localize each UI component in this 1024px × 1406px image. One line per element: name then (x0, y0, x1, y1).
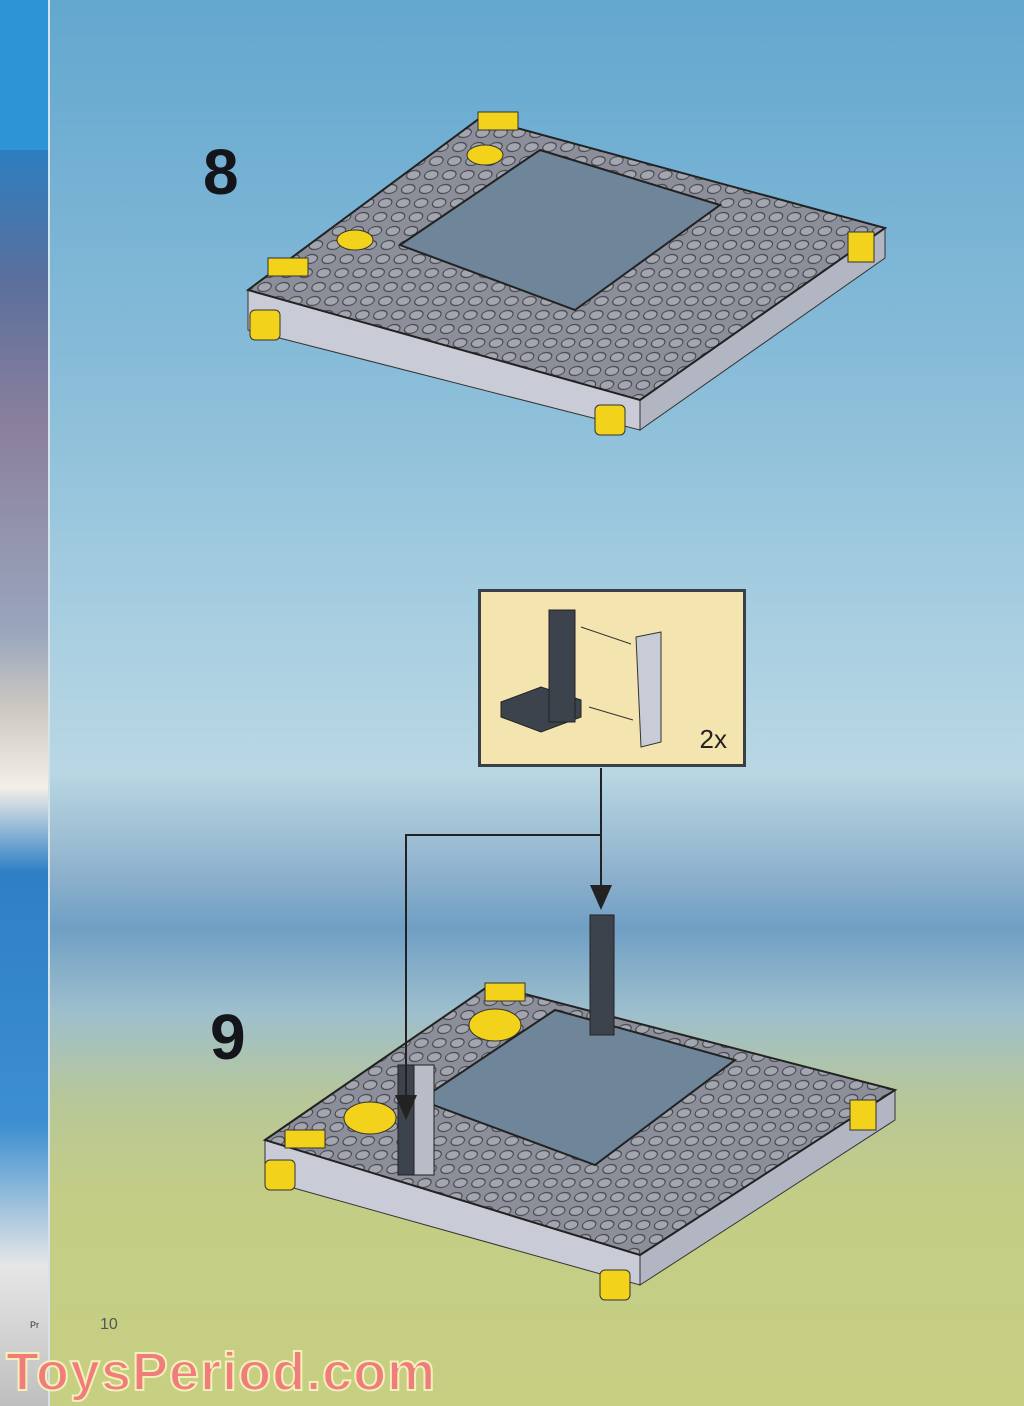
yellow-support (847, 231, 875, 263)
adjacent-page-border (0, 0, 48, 150)
sub-assembly-callout: 2x (478, 589, 746, 767)
plate-opening (397, 148, 723, 312)
page-number: 10 (100, 1316, 118, 1333)
yellow-support (249, 309, 281, 341)
yellow-support (264, 1159, 296, 1191)
vertical-tile-light (413, 1064, 435, 1176)
yellow-support (594, 404, 626, 436)
yellow-turntable (343, 1101, 397, 1135)
sub-assembly-illustration (500, 609, 662, 748)
yellow-turntable (466, 144, 504, 166)
step-9-model (262, 914, 898, 1301)
adjacent-page-strip (0, 0, 50, 1406)
step-8-model (245, 111, 888, 436)
side-text: Pr (30, 1320, 39, 1330)
vertical-tile (589, 914, 615, 1036)
yellow-turntable (336, 229, 374, 251)
yellow-arrow-tile (477, 111, 519, 131)
plate-opening (417, 1008, 738, 1167)
yellow-support (849, 1099, 877, 1131)
quantity-label: 2x (699, 724, 727, 754)
yellow-arrow-tile (267, 257, 309, 277)
step-number-8: 8 (203, 136, 239, 208)
yellow-arrow-tile (284, 1129, 326, 1149)
arrow-head (590, 885, 612, 910)
arrow-head (395, 1095, 417, 1120)
step-number-9: 9 (210, 1001, 246, 1073)
yellow-arrow-tile (484, 982, 526, 1002)
watermark: ToysPeriod.com (5, 1341, 437, 1403)
yellow-turntable (468, 1008, 522, 1042)
yellow-support (599, 1269, 631, 1301)
